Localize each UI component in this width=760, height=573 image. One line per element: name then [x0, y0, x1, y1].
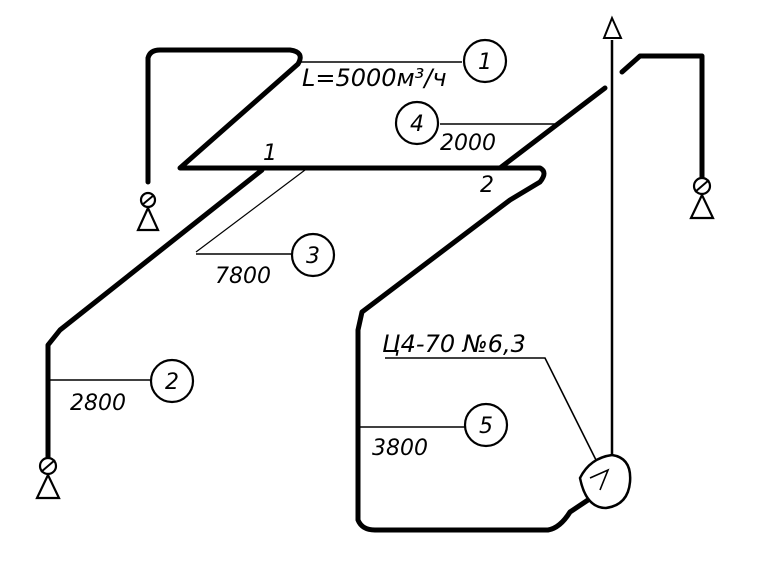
section-length-2: 2800	[70, 391, 126, 416]
duct-left-top-branch	[145, 47, 591, 533]
fan-blade-icon	[589, 468, 610, 491]
duct-right-branch	[619, 53, 705, 181]
section-circle-3	[290, 232, 336, 278]
section-circle-2	[149, 358, 195, 404]
node-label-1: 1	[263, 141, 277, 166]
section-number-5: 5	[479, 414, 493, 439]
section-circle-4	[394, 100, 440, 146]
section-circle-5	[463, 402, 509, 448]
section-length-4: 2000	[440, 131, 496, 156]
outlet-icon-right	[689, 176, 715, 220]
section-length-5: 3800	[372, 436, 428, 461]
exhaust-arrow-icon	[602, 15, 623, 39]
fan-model-label: Ц4-70 №6,3	[382, 330, 526, 358]
section-circle-1	[462, 38, 508, 84]
node-label-2: 2	[480, 173, 494, 198]
section-number-2: 2	[165, 370, 179, 395]
airflow-label: L=5000м³/ч	[302, 64, 447, 92]
section-length-3: 7800	[215, 264, 271, 289]
duct-branch-4	[497, 85, 608, 171]
section-number-1: 1	[478, 50, 492, 75]
outlet-icon-top-left	[136, 191, 160, 232]
outlet-icon-bottom-left	[35, 456, 61, 500]
section-number-3: 3	[306, 244, 320, 269]
leader-fan	[385, 357, 597, 461]
duct-section-3-inner	[195, 169, 306, 253]
section-number-4: 4	[410, 112, 424, 137]
duct-left-bottom-branch	[45, 167, 265, 463]
fan-icon	[578, 453, 632, 510]
